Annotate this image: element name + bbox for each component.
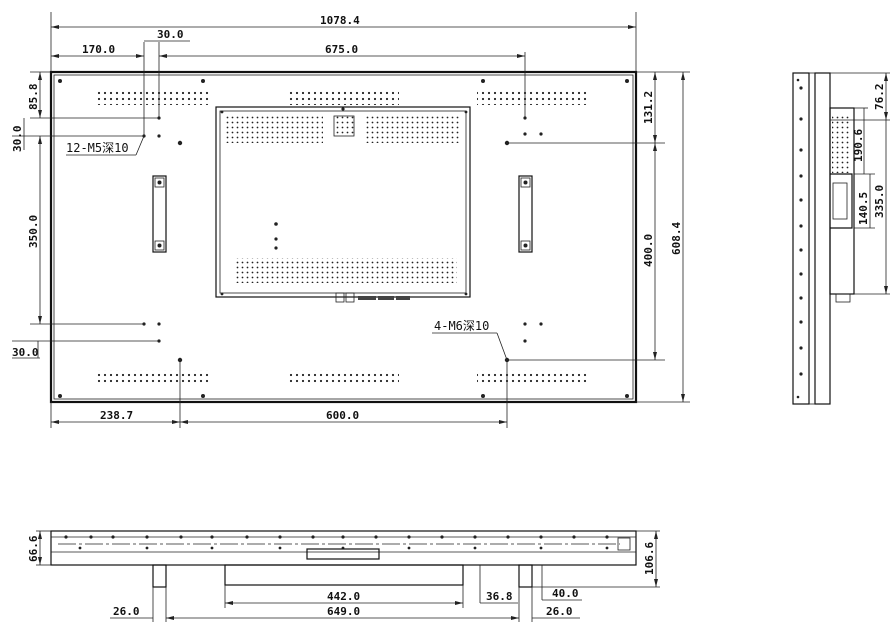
label-side-335: 335.0 bbox=[873, 185, 886, 218]
center-vent-top-left bbox=[226, 115, 323, 143]
m5-leader bbox=[66, 135, 145, 156]
side-dots bbox=[796, 78, 803, 399]
label-top-margin: 85.8 bbox=[27, 84, 40, 111]
label-spacing-30-top: 30.0 bbox=[157, 28, 184, 41]
label-side-76: 76.2 bbox=[873, 84, 886, 111]
label-right-40: 40.0 bbox=[552, 587, 579, 600]
center-connectors bbox=[335, 292, 410, 303]
label-hole-span: 675.0 bbox=[325, 43, 358, 56]
side-box-vent bbox=[832, 115, 850, 173]
dim-top-row bbox=[51, 40, 526, 136]
right-handle bbox=[518, 175, 533, 253]
center-box-dots bbox=[220, 107, 468, 296]
front-panel-outline bbox=[49, 70, 638, 404]
label-left-26: 26.0 bbox=[113, 605, 140, 618]
dim-bottom-view bbox=[36, 530, 660, 622]
vent-top-center bbox=[287, 91, 399, 105]
note-m6-holes: 4-M6深10 bbox=[434, 319, 489, 333]
vent-bottom-left bbox=[97, 370, 209, 384]
label-width-442: 442.0 bbox=[327, 590, 360, 603]
side-view: 76.2 190.6 140.5 335.0 bbox=[792, 72, 890, 405]
bottom-box bbox=[224, 564, 464, 586]
vent-top-right bbox=[477, 91, 589, 105]
label-bottom-left-238: 238.7 bbox=[100, 409, 133, 422]
edge-holes bbox=[58, 79, 629, 398]
center-fan bbox=[333, 115, 355, 137]
front-panel-inner bbox=[53, 74, 634, 400]
center-box-outline bbox=[215, 106, 471, 298]
bottom-dots bbox=[64, 535, 609, 550]
note-m5-holes: 12-M5深10 bbox=[66, 141, 129, 155]
label-vertical-350: 350.0 bbox=[27, 215, 40, 248]
label-overall-width: 1078.4 bbox=[320, 14, 360, 27]
label-bottom-span-600: 600.0 bbox=[326, 409, 359, 422]
vent-bottom-center bbox=[287, 370, 399, 384]
dim-overall-width bbox=[50, 12, 637, 72]
dim-bottom-front bbox=[50, 360, 508, 428]
side-box-step bbox=[830, 173, 853, 229]
left-handle bbox=[152, 175, 167, 253]
bottom-right-foot bbox=[518, 564, 533, 588]
vent-top-left bbox=[97, 91, 209, 105]
label-left-30: 30.0 bbox=[11, 126, 24, 153]
label-overall-height: 608.4 bbox=[670, 222, 683, 255]
label-left-offset: 170.0 bbox=[82, 43, 115, 56]
label-side-190: 190.6 bbox=[852, 129, 865, 162]
label-side-140: 140.5 bbox=[857, 192, 870, 225]
center-vent-top-right bbox=[364, 115, 461, 143]
dim-side bbox=[830, 72, 890, 295]
label-vertical-400: 400.0 bbox=[642, 234, 655, 267]
label-bottom-left-30: 30.0 bbox=[12, 346, 39, 359]
center-vent-bottom bbox=[236, 258, 457, 283]
bottom-left-foot bbox=[152, 564, 167, 588]
label-width-649: 649.0 bbox=[327, 605, 360, 618]
label-right-26: 26.0 bbox=[546, 605, 573, 618]
bottom-view: 66.6 106.6 442.0 36.8 649.0 26.0 40.0 26… bbox=[27, 530, 660, 622]
label-depth-106: 106.6 bbox=[643, 542, 656, 575]
dim-right-side bbox=[507, 71, 690, 403]
vent-bottom-right bbox=[477, 370, 589, 384]
bottom-connector-block bbox=[306, 548, 380, 560]
label-top-right-131: 131.2 bbox=[642, 91, 655, 124]
side-frame bbox=[792, 72, 810, 405]
m6-leader bbox=[432, 332, 508, 361]
side-plate bbox=[814, 72, 831, 405]
label-depth-66: 66.6 bbox=[27, 535, 40, 562]
label-height-36: 36.8 bbox=[486, 590, 513, 603]
dim-left-side bbox=[12, 71, 159, 342]
front-view: 1078.4 170.0 30.0 675.0 bbox=[11, 12, 690, 428]
